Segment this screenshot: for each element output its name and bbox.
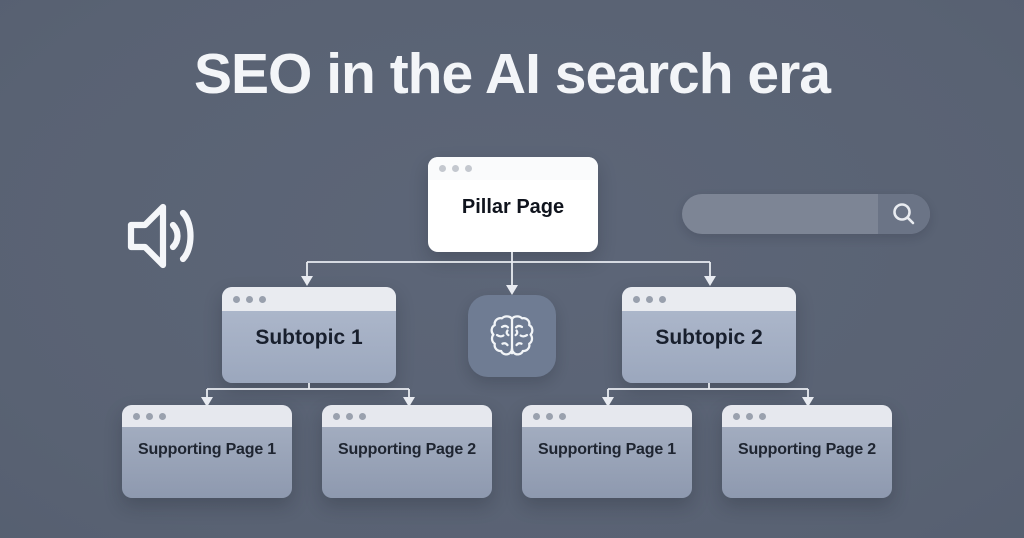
- window-body: Subtopic 2: [622, 326, 796, 383]
- window-titlebar: [428, 157, 598, 180]
- window-titlebar: [322, 405, 492, 427]
- pillar-page-label: Pillar Page: [461, 196, 565, 218]
- window-dot: [133, 412, 140, 420]
- window-dot: [159, 412, 166, 420]
- window-dot: [333, 412, 340, 420]
- supporting-page-label: Supporting Page 2: [338, 441, 476, 458]
- window-body: Supporting Page 1: [122, 441, 292, 498]
- window-dot: [246, 295, 253, 303]
- subtopic-1-connector-tree: [206, 383, 410, 397]
- search-bar[interactable]: [682, 194, 930, 234]
- supporting-page-label: Supporting Page 1: [138, 441, 276, 458]
- window-dot: [146, 412, 153, 420]
- window-dot: [533, 412, 540, 420]
- page-title: SEO in the AI search era: [194, 42, 831, 106]
- window-dot: [733, 412, 740, 420]
- supporting-page-window: Supporting Page 1: [122, 405, 292, 498]
- window-dot: [346, 412, 353, 420]
- search-button[interactable]: [878, 194, 930, 234]
- window-dot: [452, 165, 459, 172]
- pillar-connector-tree: [306, 252, 711, 285]
- subtopic-2-connector-tree: [607, 383, 809, 397]
- supporting-page-window: Supporting Page 2: [322, 405, 492, 498]
- ai-brain-tile: [468, 295, 556, 377]
- window-titlebar: [222, 287, 396, 311]
- window-dot: [465, 165, 472, 172]
- window-body: Supporting Page 1: [522, 441, 692, 498]
- window-body: Supporting Page 2: [322, 441, 492, 498]
- brain-icon: [490, 315, 534, 356]
- supporting-page-window: Supporting Page 1: [522, 405, 692, 498]
- window-titlebar: [122, 405, 292, 427]
- subtopic-2-label: Subtopic 2: [655, 326, 763, 349]
- window-dot: [439, 165, 446, 172]
- subtopic-2-window: Subtopic 2: [622, 287, 796, 383]
- window-dot: [633, 295, 640, 303]
- search-input[interactable]: [682, 194, 878, 234]
- window-titlebar: [522, 405, 692, 427]
- window-dot: [646, 295, 653, 303]
- window-titlebar: [622, 287, 796, 311]
- window-body: Pillar Page: [428, 196, 598, 252]
- window-body: Supporting Page 2: [722, 441, 892, 498]
- window-dot: [659, 295, 666, 303]
- speaker-volume-icon: [127, 203, 194, 269]
- window-dot: [746, 412, 753, 420]
- window-dot: [233, 295, 240, 303]
- window-dot: [259, 295, 266, 303]
- window-dot: [759, 412, 766, 420]
- supporting-page-label: Supporting Page 1: [538, 441, 676, 458]
- window-dot: [546, 412, 553, 420]
- magnifier-icon: [893, 203, 915, 225]
- window-body: Subtopic 1: [222, 326, 396, 383]
- window-titlebar: [722, 405, 892, 427]
- subtopic-1-window: Subtopic 1: [222, 287, 396, 383]
- supporting-page-label: Supporting Page 2: [738, 441, 876, 458]
- pillar-page-window: Pillar Page: [428, 157, 598, 252]
- subtopic-1-label: Subtopic 1: [255, 326, 363, 349]
- supporting-page-window: Supporting Page 2: [722, 405, 892, 498]
- window-dot: [559, 412, 566, 420]
- window-dot: [359, 412, 366, 420]
